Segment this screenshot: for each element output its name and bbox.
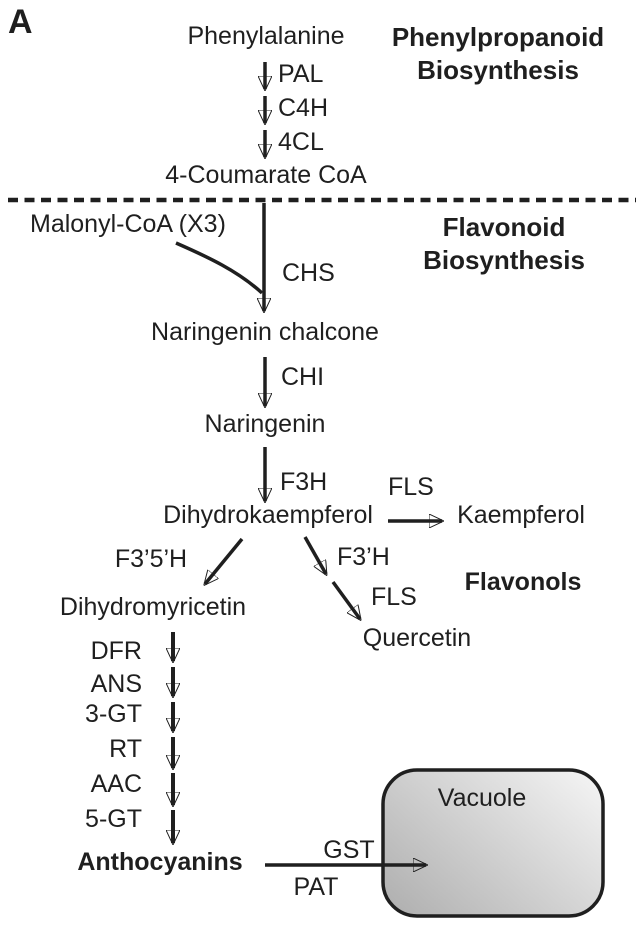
enzyme-label-gst: GST: [323, 836, 375, 864]
vacuole-label: Vacuole: [437, 784, 527, 812]
enzyme-label-chi: CHI: [281, 363, 325, 391]
phenylpropanoid-biosynthesis-header: Phenylpropanoid Biosynthesis: [392, 21, 604, 87]
phenylpropanoid-header-line1: Phenylpropanoid: [391, 22, 605, 52]
enzyme-label-pal: PAL: [278, 60, 324, 88]
enzyme-label-f3prime-h: F3’H: [337, 543, 390, 571]
enzyme-label-ans: ANS: [90, 670, 142, 698]
enzyme-label-pat: PAT: [293, 873, 339, 901]
node-kaempferol: Kaempferol: [457, 501, 585, 529]
enzyme-label-f3h: F3H: [280, 468, 328, 496]
node-dihydrokaempferol: Dihydrokaempferol: [163, 501, 373, 529]
node-anthocyanins: Anthocyanins: [77, 848, 243, 876]
enzyme-label-chs: CHS: [282, 259, 335, 287]
arrow-f35h: [205, 537, 244, 584]
phenylpropanoid-header-line2: Biosynthesis: [417, 55, 579, 85]
enzyme-label-f35h: F3’5’H: [114, 545, 188, 573]
enzyme-label-rt: RT: [109, 735, 142, 763]
enzyme-label-aac: AAC: [90, 770, 142, 798]
enzyme-label-dfr: DFR: [90, 637, 142, 665]
enzyme-label-3gt: 3-GT: [85, 700, 142, 728]
enzyme-label-c4h: C4H: [278, 94, 329, 122]
flavonoid-biosynthesis-header: Flavonoid Biosynthesis: [423, 211, 585, 277]
flavonoid-header-line2: Biosynthesis: [423, 245, 585, 275]
enzyme-label-fls-lower: FLS: [371, 583, 417, 611]
flavonols-section-label: Flavonols: [464, 568, 582, 596]
arrow-f3prime-h: [303, 536, 326, 574]
enzyme-label-5gt: 5-GT: [85, 805, 142, 833]
malonyl-coa-merge-curve: [175, 241, 264, 295]
vacuole-shape: [381, 768, 605, 918]
node-phenylalanine: Phenylalanine: [187, 22, 345, 50]
node-dihydromyricetin: Dihydromyricetin: [59, 593, 247, 621]
node-quercetin: Quercetin: [362, 624, 472, 652]
enzyme-label-4cl: 4CL: [278, 128, 324, 156]
flavonoid-header-line1: Flavonoid: [442, 212, 566, 242]
panel-label: A: [8, 3, 33, 41]
arrow-fls-quercetin: [331, 580, 360, 619]
node-naringenin-chalcone: Naringenin chalcone: [151, 318, 379, 346]
enzyme-label-fls-top: FLS: [388, 473, 434, 501]
node-4-coumarate-coa: 4-Coumarate CoA: [165, 161, 367, 189]
node-malonyl-coa: Malonyl-CoA (X3): [30, 210, 226, 238]
node-naringenin: Naringenin: [204, 410, 326, 438]
